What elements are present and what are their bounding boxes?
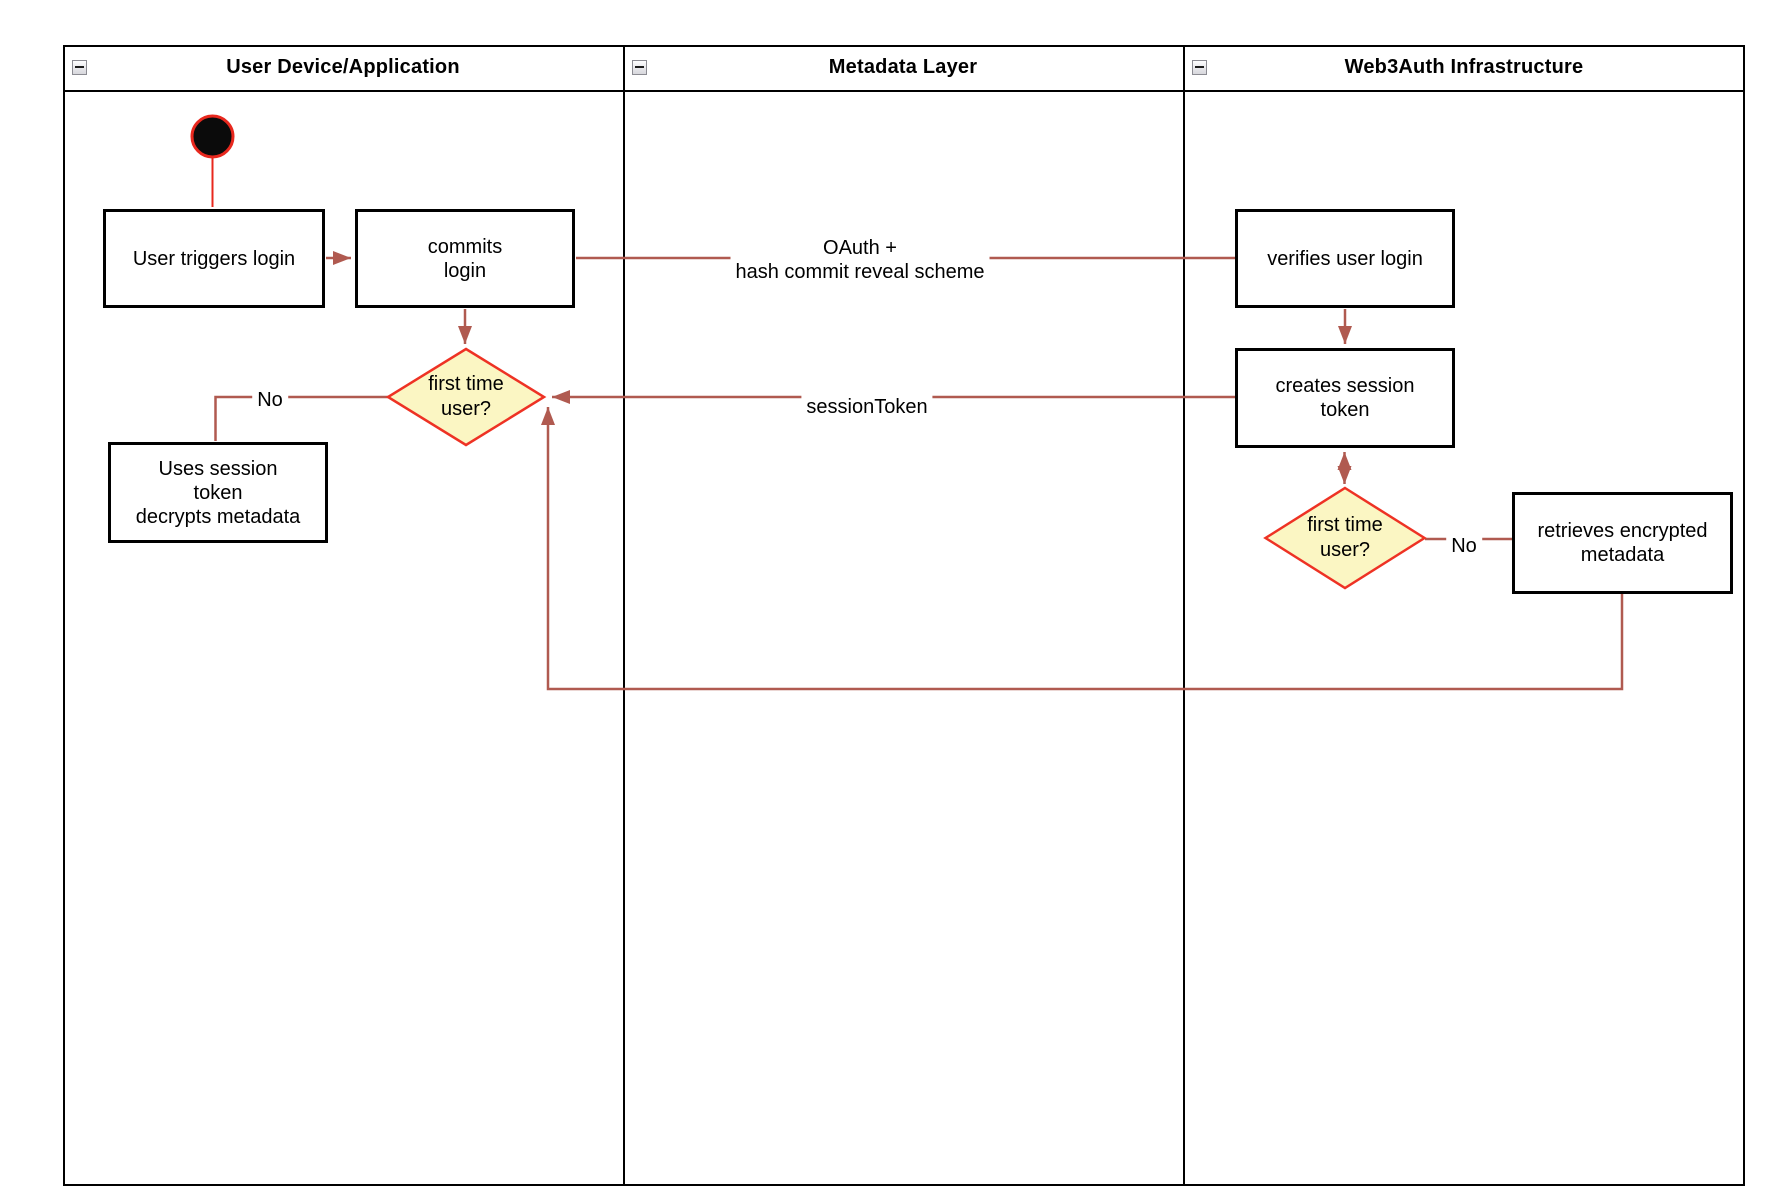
node-label: creates session token	[1275, 375, 1415, 421]
lane-header-web3auth-infra: Web3Auth Infrastructure	[1183, 45, 1745, 90]
lane-title-web3auth-infra: Web3Auth Infrastructure	[1344, 56, 1584, 78]
lane-collapse-button-user-device[interactable]	[72, 60, 87, 75]
swimlane-pool-frame	[63, 45, 1745, 1186]
edge-label-session-token: sessionToken	[801, 395, 933, 419]
edge-retrieves-metadata-return-to-decision-device	[541, 407, 1624, 691]
edge-label-no-infra: No	[1446, 534, 1482, 558]
node-label: commits login	[427, 235, 503, 282]
decision-label-device: first time user?	[428, 373, 504, 420]
node-label: verifies user login	[1267, 247, 1423, 270]
lane-header-user-device: User Device/Application	[63, 45, 623, 90]
lane-title-user-device: User Device/Application	[226, 56, 460, 78]
decision-label-infra: first time user?	[1307, 514, 1383, 561]
node-label: Uses session token decrypts metadata	[135, 457, 301, 528]
node-verifies-user-login[interactable]: verifies user login	[1235, 209, 1455, 308]
node-retrieves-encrypted-metadata[interactable]: retrieves encrypted metadata	[1512, 492, 1733, 594]
lane-divider-2	[1183, 45, 1185, 1186]
start-node[interactable]	[190, 114, 235, 159]
lane-header-metadata-layer: Metadata Layer	[623, 45, 1183, 90]
edge-no-to-uses-session-token	[214, 395, 388, 441]
node-user-triggers-login[interactable]: User triggers login	[103, 209, 325, 308]
node-label: retrieves encrypted metadata	[1537, 520, 1708, 566]
lane-title-metadata-layer: Metadata Layer	[828, 56, 978, 78]
minus-icon	[1195, 66, 1204, 68]
minus-icon	[635, 66, 644, 68]
lane-divider-1	[623, 45, 625, 1186]
edge-label-oauth: OAuth + hash commit reveal scheme	[730, 236, 990, 284]
node-creates-session-token[interactable]: creates session token	[1235, 348, 1455, 448]
lane-collapse-button-metadata-layer[interactable]	[632, 60, 647, 75]
lane-header-row: User Device/Application Metadata Layer W…	[63, 45, 1745, 92]
node-commits-login[interactable]: commits login	[355, 209, 575, 308]
decision-first-time-user-device[interactable]	[385, 347, 547, 447]
lane-collapse-button-web3auth-infra[interactable]	[1192, 60, 1207, 75]
node-uses-session-token-decrypts-metadata[interactable]: Uses session token decrypts metadata	[108, 442, 328, 543]
minus-icon	[75, 66, 84, 68]
decision-first-time-user-infra[interactable]	[1263, 486, 1427, 590]
node-label: User triggers login	[132, 247, 296, 270]
edge-label-no-device: No	[252, 388, 288, 412]
